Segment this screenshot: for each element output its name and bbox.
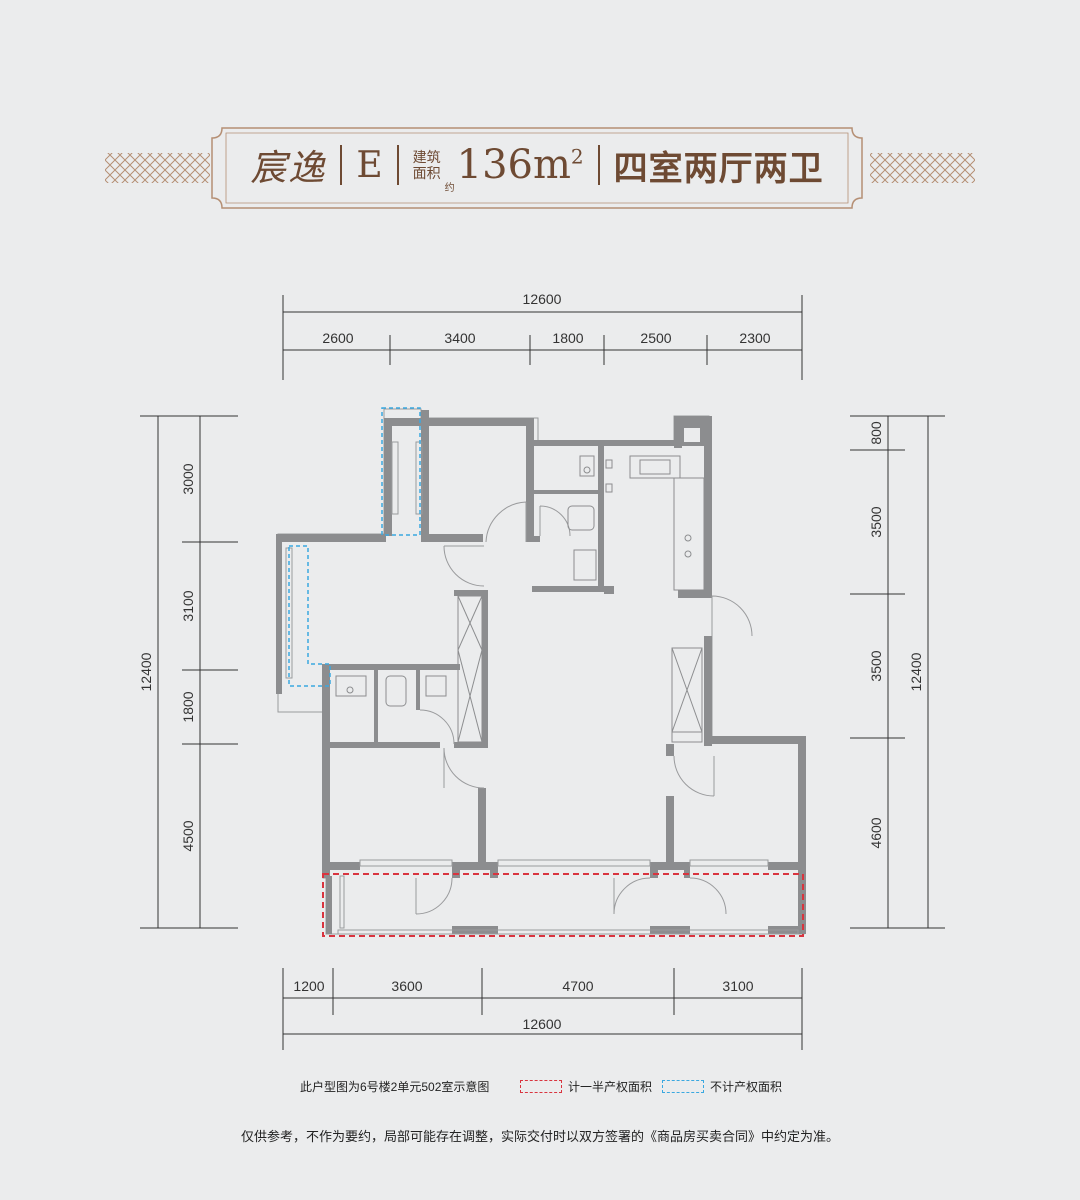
disclaimer: 仅供参考，不作为要约，局部可能存在调整，实际交付时以双方签署的《商品房买卖合同》… xyxy=(240,1129,839,1144)
title-separator xyxy=(396,145,399,185)
dim-left-total: 12400 xyxy=(138,652,154,691)
title-frame xyxy=(211,127,863,209)
dim-right-total: 12400 xyxy=(908,652,924,691)
title-separator xyxy=(340,145,343,185)
dimension-bottom xyxy=(282,968,803,1050)
dim-top-total: 12600 xyxy=(523,291,562,307)
no-area-swatch xyxy=(662,1080,704,1093)
dim-top-seg-3: 1800 xyxy=(552,330,583,346)
title-frame-inner xyxy=(225,132,849,204)
dim-right-seg-3: 3500 xyxy=(868,650,884,681)
area-label-bottom: 面积 xyxy=(412,165,441,181)
dim-right-seg-2: 3500 xyxy=(868,506,884,537)
room-layout: 四室两厅两卫 xyxy=(613,148,824,189)
dim-bottom-seg-4: 3100 xyxy=(722,978,753,994)
dim-left-seg-4: 4500 xyxy=(180,820,196,851)
fixtures xyxy=(335,455,705,743)
legend-half-area-label: 计一半产权面积 xyxy=(568,1080,653,1094)
legend-note-text: 此户型图为6号楼2单元502室示意图 xyxy=(300,1080,490,1094)
dim-bottom-seg-1: 1200 xyxy=(293,978,324,994)
dim-right-seg-1: 800 xyxy=(868,421,884,445)
title-banner: 宸逸 E 建筑 面积 约 136m2 四室两厅两卫 xyxy=(212,130,862,200)
door-swings xyxy=(415,501,753,915)
dim-left-seg-3: 1800 xyxy=(180,691,196,722)
floor-plan xyxy=(276,407,806,937)
no-area-marker-top xyxy=(381,407,421,536)
dim-top-seg-1: 2600 xyxy=(322,330,353,346)
area-number: 136m xyxy=(456,142,571,188)
dimension-right xyxy=(850,415,945,929)
title-separator xyxy=(597,145,600,185)
dim-right-seg-4: 4600 xyxy=(868,817,884,848)
dimension-top xyxy=(282,295,803,380)
dim-top-seg-4: 2500 xyxy=(640,330,671,346)
area-value: 136m2 xyxy=(457,142,584,188)
legend-no-area-label: 不计产权面积 xyxy=(710,1080,783,1094)
dim-bottom-seg-2: 3600 xyxy=(391,978,422,994)
walls xyxy=(276,410,806,934)
dim-bottom-total: 12600 xyxy=(523,1016,562,1032)
dim-top-seg-2: 3400 xyxy=(444,330,475,346)
legend-half-area: 计一半产权面积 xyxy=(520,1078,652,1095)
dim-left-seg-1: 3000 xyxy=(180,463,196,494)
half-area-swatch xyxy=(520,1080,562,1093)
dimension-left xyxy=(140,415,238,929)
half-area-marker xyxy=(322,873,804,937)
dim-bottom-seg-3: 4700 xyxy=(562,978,593,994)
title-lattice-right xyxy=(870,153,975,183)
title-lattice-left xyxy=(105,153,210,183)
unit-type: E xyxy=(356,144,383,186)
dim-left-seg-2: 3100 xyxy=(180,590,196,621)
area-label-top: 建筑 xyxy=(412,149,441,165)
area-label: 建筑 面积 xyxy=(413,149,441,181)
dim-top-seg-5: 2300 xyxy=(739,330,770,346)
windows xyxy=(285,441,799,935)
legend-no-area: 不计产权面积 xyxy=(662,1078,782,1095)
legend-note: 此户型图为6号楼2单元502室示意图 xyxy=(300,1078,489,1095)
exterior-outline xyxy=(277,408,805,935)
area-prefix: 约 xyxy=(444,183,455,194)
area-superscript: 2 xyxy=(570,144,584,169)
project-name: 宸逸 xyxy=(250,148,327,189)
